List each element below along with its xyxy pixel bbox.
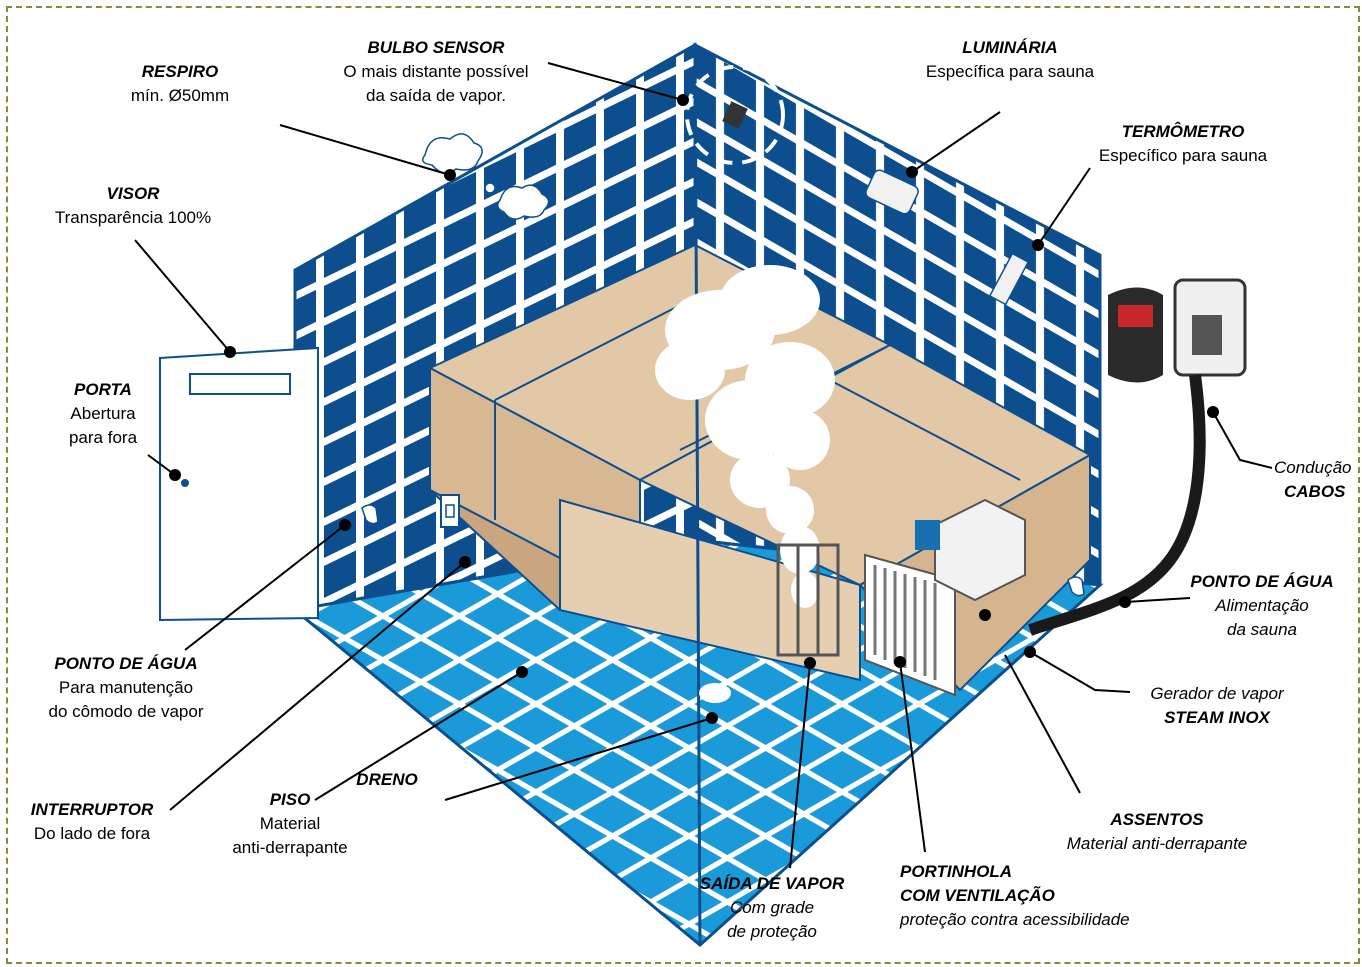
drain — [699, 683, 731, 703]
label-gerador: Gerador de vapor STEAM INOX — [1150, 682, 1283, 730]
label-respiro: RESPIRO mín. Ø50mm — [131, 60, 229, 108]
label-line2: da sauna — [1227, 620, 1297, 639]
label-title: PORTA — [74, 380, 132, 399]
label-line1: Material anti-derrapante — [1066, 834, 1248, 853]
label-termometro: TERMÔMETRO Específico para sauna — [1099, 120, 1267, 168]
label-title: TERMÔMETRO — [1121, 122, 1245, 141]
label-luminaria: LUMINÁRIA Específica para sauna — [926, 36, 1094, 84]
label-line1: proteção contra acessibilidade — [900, 910, 1130, 929]
label-line1: Transparência 100% — [54, 208, 212, 227]
thermometer — [988, 252, 1030, 306]
cable — [1028, 374, 1206, 636]
label-line1: O mais distante possível — [343, 62, 529, 81]
steam-generator — [915, 498, 1026, 602]
label-interruptor: INTERRUPTOR Do lado de fora — [31, 798, 153, 846]
label-line1: Material — [259, 814, 321, 833]
label-line2: do cômodo de vapor — [48, 702, 204, 721]
label-line1: Gerador de vapor — [1150, 684, 1284, 703]
label-line1: Alimentação — [1215, 596, 1309, 615]
label-dreno: DRENO — [356, 768, 417, 792]
leader-lines — [134, 62, 1273, 869]
vented-hatch — [864, 553, 956, 697]
label-title: LUMINÁRIA — [962, 38, 1058, 57]
label-title: BULBO SENSOR — [367, 38, 505, 57]
label-title: SAÍDA DE VAPOR — [699, 874, 845, 893]
label-piso: PISO Material anti-derrapante — [232, 788, 347, 860]
label-title: STEAM INOX — [1164, 708, 1270, 727]
label-title: PISO — [269, 790, 311, 809]
label-line1: Abertura — [70, 404, 136, 423]
control-panel — [1108, 278, 1247, 383]
label-line2: de proteção — [727, 922, 817, 941]
steam-cloud — [655, 265, 835, 608]
label-title: PONTO DE ÁGUA — [54, 654, 198, 673]
vent-clouds — [421, 133, 550, 220]
label-line1: Com grade — [729, 898, 815, 917]
label-ponto-agua-alimentacao: PONTO DE ÁGUA Alimentação da sauna — [1190, 570, 1333, 642]
label-title: PONTO DE ÁGUA — [1190, 572, 1334, 591]
label-line1: Condução — [1274, 458, 1352, 477]
label-line1: Para manutenção — [58, 678, 194, 697]
label-line2: anti-derrapante — [232, 838, 348, 857]
label-title2: COM VENTILAÇÃO — [900, 886, 1055, 905]
label-saida-vapor: SAÍDA DE VAPOR Com grade de proteção — [700, 872, 845, 944]
label-portinhola: PORTINHOLA COM VENTILAÇÃO proteção contr… — [900, 860, 1130, 932]
label-title: VISOR — [106, 184, 160, 203]
label-title: INTERRUPTOR — [30, 800, 154, 819]
sensor-bulb — [722, 101, 748, 129]
label-line1: Específico para sauna — [1098, 146, 1268, 165]
door — [159, 346, 319, 622]
label-assentos: ASSENTOS Material anti-derrapante — [1067, 808, 1247, 856]
label-line2: para fora — [68, 428, 138, 447]
steam-guard — [776, 543, 840, 657]
label-bulbo-sensor: BULBO SENSOR O mais distante possível da… — [343, 36, 528, 108]
label-title: PORTINHOLA — [900, 862, 1013, 881]
label-line2: da saída de vapor. — [366, 86, 506, 105]
label-line1: Específica para sauna — [925, 62, 1095, 81]
label-line1: mín. Ø50mm — [130, 86, 230, 105]
label-title: CABOS — [1284, 482, 1346, 501]
label-visor: VISOR Transparência 100% — [55, 182, 211, 230]
label-title: DRENO — [356, 770, 418, 789]
label-conducao-cabos: Condução CABOS — [1274, 456, 1352, 504]
label-line1: Do lado de fora — [33, 824, 151, 843]
switch — [440, 494, 460, 528]
label-title: RESPIRO — [141, 62, 219, 81]
label-ponto-agua-manutencao: PONTO DE ÁGUA Para manutenção do cômodo … — [49, 652, 204, 724]
label-title: ASSENTOS — [1110, 810, 1204, 829]
light-fixture — [865, 169, 919, 215]
label-porta: PORTA Abertura para fora — [69, 378, 137, 450]
